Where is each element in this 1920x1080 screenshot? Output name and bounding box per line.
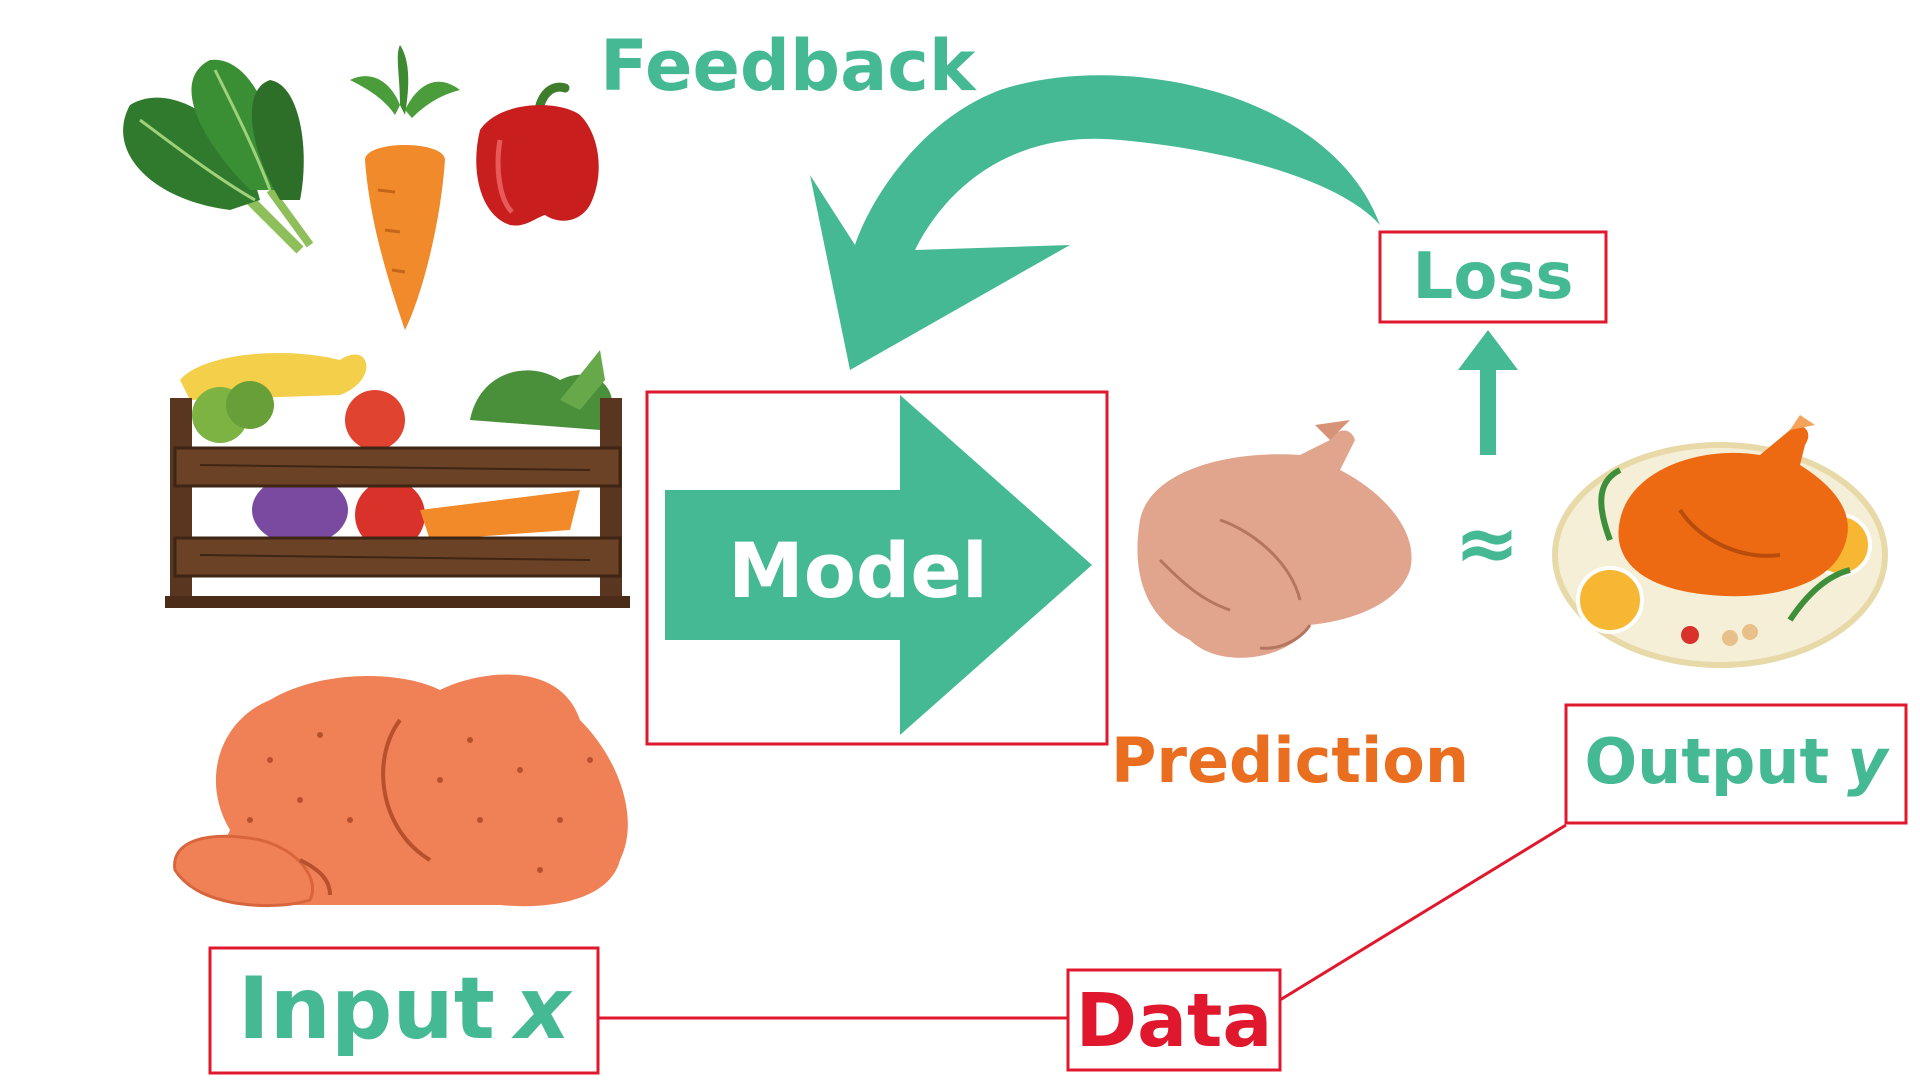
- approx-symbol: ≈: [1454, 499, 1519, 589]
- model-arrow: [665, 395, 1092, 735]
- raw-chicken-drawing-icon: [173, 674, 628, 908]
- input-word: Input: [238, 959, 495, 1059]
- model-box: [645, 390, 1109, 746]
- output-word: Output: [1584, 725, 1829, 798]
- input-variable: x: [511, 959, 573, 1059]
- feedback-arrow: [810, 75, 1380, 370]
- vegetable-crate-icon: [165, 350, 630, 608]
- model-label: Model: [728, 526, 988, 615]
- data-label: Data: [1076, 978, 1273, 1064]
- loss-up-arrow: [1458, 330, 1518, 455]
- loss-label: Loss: [1413, 240, 1574, 314]
- output-box: [1564, 703, 1908, 825]
- carrot-icon: [350, 45, 460, 330]
- loss-box: [1378, 230, 1608, 324]
- data-box: [1066, 968, 1282, 1072]
- output-variable: y: [1847, 725, 1890, 798]
- plucked-chicken-icon: [1137, 420, 1412, 658]
- spinach-icon: [123, 59, 314, 254]
- bell-pepper-icon: [476, 82, 599, 226]
- data-output-connector: [1279, 823, 1567, 1002]
- feedback-label: Feedback: [600, 25, 977, 107]
- roast-chicken-platter-icon: [1552, 415, 1888, 668]
- prediction-label: Prediction: [1111, 724, 1469, 797]
- input-box: [208, 946, 600, 1075]
